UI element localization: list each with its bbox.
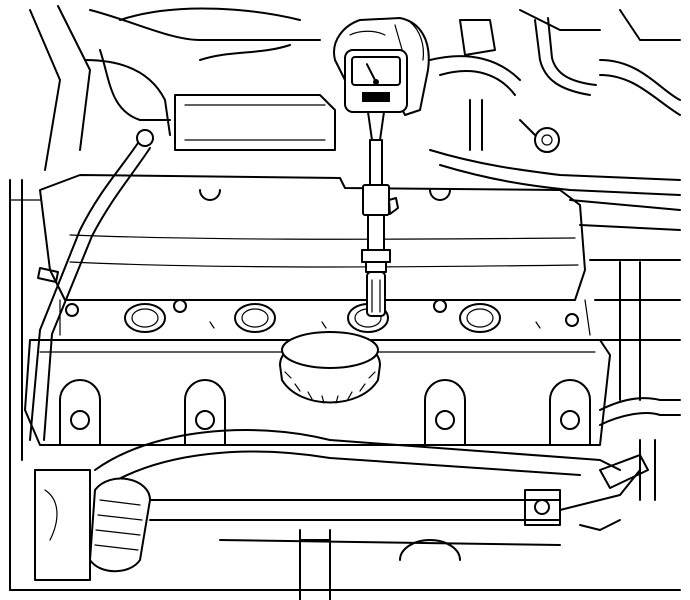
compression-gauge-tool: [333, 17, 430, 317]
camshaft-cover: [39, 174, 591, 336]
gauge-coupling: [362, 184, 390, 216]
gauge-needle-icon: [365, 63, 377, 83]
valve-cover-lower: [24, 331, 681, 501]
lower-hoses: [9, 429, 681, 600]
spark-plug-wells: [124, 303, 501, 333]
release-valve-icon: [388, 197, 399, 215]
oil-filler-cap-icon: [279, 331, 381, 404]
cover-bolts-upper: [65, 299, 579, 327]
gauge-adapter-hose: [366, 271, 386, 317]
gauge-readout-panel: [362, 92, 390, 102]
dipstick-cap-icon: [136, 129, 154, 147]
cover-bolts-lower: [59, 379, 591, 446]
background-engine-parts: [9, 5, 681, 591]
